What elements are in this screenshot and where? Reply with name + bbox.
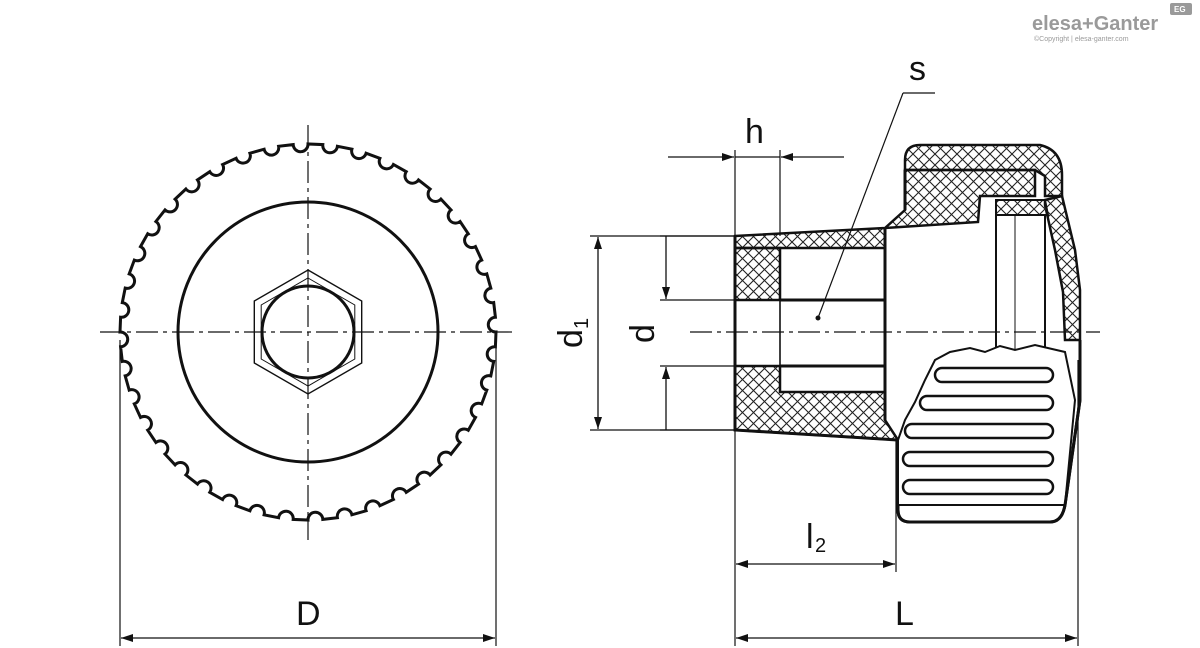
body-outline-right	[896, 340, 1082, 524]
grip-rib	[933, 366, 1055, 384]
front-view	[100, 125, 512, 540]
grip-rib	[918, 394, 1055, 412]
label-l2: l	[806, 518, 814, 556]
hex-insert	[253, 269, 363, 395]
label-d: d	[624, 324, 662, 343]
brand-logo: elesa+Ganter ©Copyright | elesa-ganter.c…	[1032, 3, 1192, 43]
logo-copyright: ©Copyright | elesa-ganter.com	[1034, 35, 1129, 43]
hatched-section-lower	[733, 364, 901, 442]
leader-s	[815, 92, 935, 321]
dimension-d1	[590, 235, 735, 431]
dimension-h	[668, 150, 844, 236]
hex-insert-inner	[260, 277, 356, 387]
side-view	[690, 143, 1100, 524]
grip-rib	[901, 450, 1055, 468]
cap-right-shell	[1043, 194, 1082, 342]
cap-inner-band	[995, 199, 1050, 216]
label-D: D	[296, 595, 321, 633]
cap-top-shell	[903, 143, 1064, 198]
leader-line-s	[817, 92, 904, 319]
dimension-d	[660, 235, 735, 431]
grip-ribs	[901, 366, 1055, 496]
logo-text: elesa+Ganter	[1032, 13, 1158, 35]
label-d1-group: d 1	[552, 318, 593, 348]
label-d1-subscript: 1	[571, 318, 593, 329]
grip-rib	[903, 422, 1055, 440]
dimension-D	[119, 340, 497, 646]
dimension-l2	[734, 430, 897, 646]
label-s: s	[909, 50, 926, 88]
dimension-L	[736, 360, 1079, 646]
inner-face-circle	[176, 200, 440, 464]
label-h: h	[745, 113, 764, 151]
logo-badge-text: EG	[1174, 5, 1186, 14]
hatched-section-left-upper	[733, 246, 782, 302]
grip-rib	[901, 478, 1055, 496]
logo-badge	[1170, 3, 1192, 15]
label-l2-group: l 2	[806, 518, 826, 557]
label-l2-subscript: 2	[815, 535, 826, 557]
bore-circle	[260, 284, 356, 380]
label-L: L	[895, 595, 914, 633]
label-d1: d	[552, 329, 590, 348]
leader-dot-s	[815, 315, 821, 321]
